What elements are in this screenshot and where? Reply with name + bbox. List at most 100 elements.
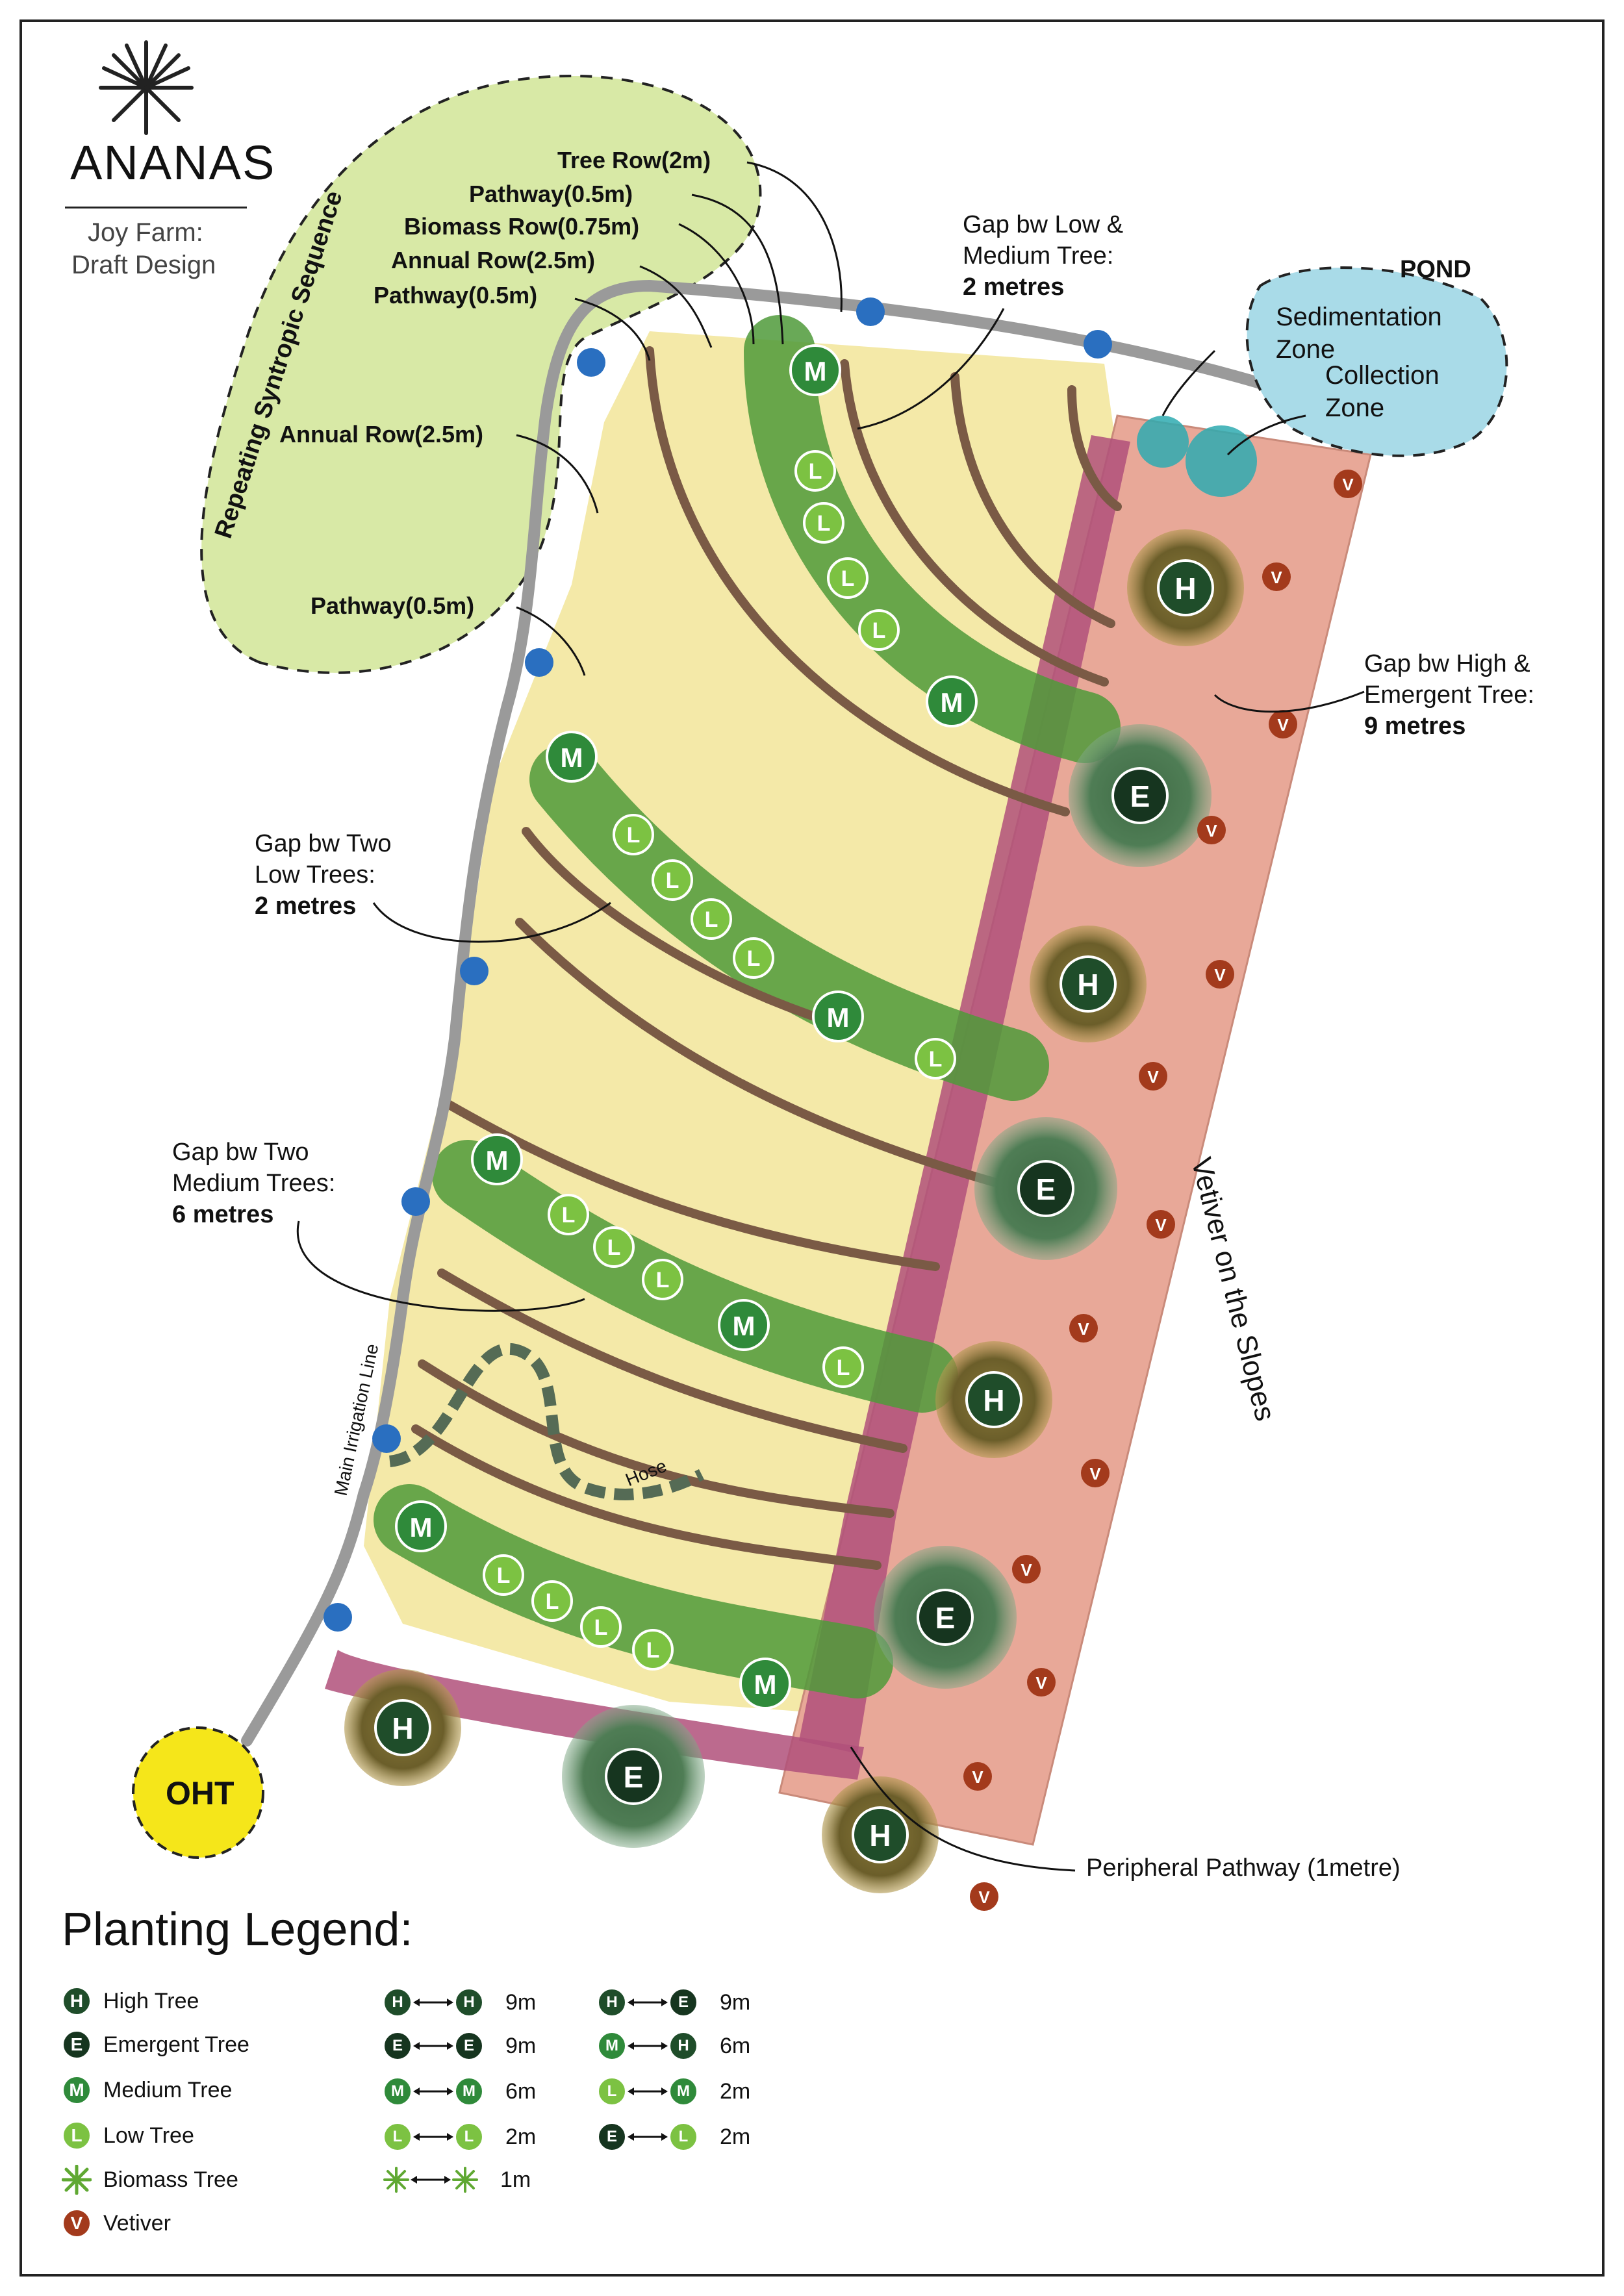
legend-distance-pair: H E 9m — [598, 1988, 750, 2017]
svg-text:H: H — [1077, 968, 1098, 1002]
low-tree-marker: L — [822, 1346, 864, 1388]
vetiver-icon: V — [62, 2208, 92, 2238]
svg-text:L: L — [817, 511, 831, 536]
svg-text:L: L — [646, 1638, 660, 1663]
medium-tree-icon: M — [669, 2077, 698, 2106]
low-tree-marker: L — [652, 859, 693, 901]
medium-tree-marker: M — [789, 344, 841, 396]
annotation-peripheral-pathway: Peripheral Pathway (1metre) — [1086, 1854, 1401, 1882]
medium-tree-marker: M — [395, 1500, 447, 1552]
oht-tank — [132, 1726, 264, 1859]
legend-item: Biomass Tree — [61, 2164, 238, 2195]
svg-text:M: M — [804, 356, 827, 386]
svg-text:L: L — [666, 868, 679, 893]
low-tree-marker: L — [593, 1226, 635, 1268]
svg-text:V: V — [978, 1887, 990, 1907]
legend-title: Planting Legend: — [62, 1904, 413, 1956]
emergent-tree-icon: E — [598, 2123, 626, 2151]
double-arrow-icon — [411, 2176, 451, 2184]
brand-name: ANANAS — [70, 136, 276, 190]
hose — [388, 1343, 705, 1500]
sedimentation-pool — [1137, 416, 1189, 468]
low-tree-marker: L — [642, 1259, 683, 1300]
svg-text:H: H — [1174, 572, 1196, 605]
svg-text:L: L — [607, 1235, 621, 1260]
low-tree-icon: L — [455, 2123, 483, 2151]
emergent-tree-marker: E — [1111, 767, 1169, 824]
legend-item: L Low Tree — [62, 2121, 194, 2151]
low-tree-marker: L — [531, 1580, 573, 1622]
svg-text:L: L — [594, 1615, 608, 1640]
low-tree-icon: L — [598, 2077, 626, 2106]
biomass-tree-icon — [383, 2167, 409, 2193]
low-tree-marker: L — [580, 1606, 622, 1648]
brand-divider — [65, 207, 247, 208]
legend-distance-pair: E L 2m — [598, 2123, 750, 2151]
emergent-tree-marker: E — [917, 1589, 974, 1646]
svg-text:V: V — [1078, 1319, 1089, 1339]
svg-text:V: V — [1155, 1215, 1167, 1235]
double-arrow-icon — [413, 2133, 453, 2141]
vetiver-marker: V — [1269, 710, 1297, 738]
peripheral-path-bottom — [325, 1650, 864, 1780]
high-tree-icon: H — [62, 1986, 92, 2016]
svg-text:L: L — [929, 1047, 943, 1072]
biomass-tree-icon — [452, 2167, 478, 2193]
high-tree-icon: H — [669, 2032, 698, 2060]
svg-text:E: E — [1130, 779, 1150, 813]
low-tree-marker: L — [858, 609, 900, 651]
medium-tree-marker: M — [718, 1299, 770, 1351]
double-arrow-icon — [628, 2088, 668, 2095]
pond-zone2-line1: Collection — [1325, 361, 1440, 390]
svg-text:M: M — [827, 1002, 850, 1033]
medium-tree-marker: M — [546, 731, 598, 783]
vetiver-marker: V — [1206, 960, 1234, 989]
label-pathway-3: Pathway(0.5m) — [311, 592, 475, 619]
annotation-gap-low-medium: Gap bw Low & Medium Tree: 2 metres — [963, 211, 1124, 301]
label-tree-row: Tree Row(2m) — [557, 147, 711, 173]
brand-subtitle-line1: Joy Farm: — [88, 218, 203, 247]
annotation-gap-two-low: Gap bw Two Low Trees: 2 metres — [255, 830, 392, 920]
vetiver-marker: V — [1069, 1314, 1098, 1343]
legend-item: V Vetiver — [62, 2208, 171, 2238]
svg-text:V: V — [1342, 475, 1354, 494]
label-pathway-2: Pathway(0.5m) — [374, 282, 538, 309]
pond-zone1-line1: Sedimentation — [1276, 303, 1442, 331]
vetiver-marker: V — [970, 1882, 998, 1911]
low-tree-marker: L — [733, 937, 774, 979]
legend-item: H High Tree — [62, 1986, 199, 2016]
vetiver-marker: V — [1081, 1459, 1110, 1487]
double-arrow-icon — [628, 1999, 668, 2006]
valves — [324, 297, 1112, 1632]
svg-text:L: L — [872, 618, 886, 643]
emergent-tree-marker: E — [605, 1748, 662, 1805]
low-tree-icon: L — [669, 2123, 698, 2151]
vetiver-marker: V — [1334, 470, 1362, 498]
double-arrow-icon — [413, 1999, 453, 2006]
oht-label: OHT — [166, 1775, 235, 1811]
medium-tree-marker: M — [471, 1133, 523, 1185]
svg-text:V: V — [1035, 1673, 1047, 1693]
svg-text:V: V — [1271, 568, 1282, 587]
high-tree-marker: H — [374, 1699, 431, 1756]
vetiver-marker: V — [1139, 1062, 1167, 1091]
svg-text:H: H — [869, 1819, 891, 1852]
svg-text:M: M — [941, 687, 963, 718]
low-tree-icon: L — [383, 2123, 412, 2151]
double-arrow-icon — [413, 2042, 453, 2050]
svg-text:L: L — [656, 1268, 670, 1293]
medium-tree-marker: M — [812, 990, 864, 1042]
brand-logo-icon — [97, 39, 195, 136]
medium-tree-marker: M — [926, 675, 978, 727]
svg-text:L: L — [747, 946, 761, 971]
collection-pool — [1186, 425, 1257, 497]
brand-subtitle-line2: Draft Design — [71, 251, 216, 279]
legend-distance-pair: M H 6m — [598, 2032, 750, 2060]
low-tree-marker: L — [483, 1554, 524, 1596]
medium-tree-icon: M — [383, 2077, 412, 2106]
double-arrow-icon — [628, 2133, 668, 2141]
legend-distance-pair: M M 6m — [383, 2077, 536, 2106]
emergent-tree-icon: E — [62, 2030, 92, 2060]
low-tree-marker: L — [915, 1038, 956, 1079]
